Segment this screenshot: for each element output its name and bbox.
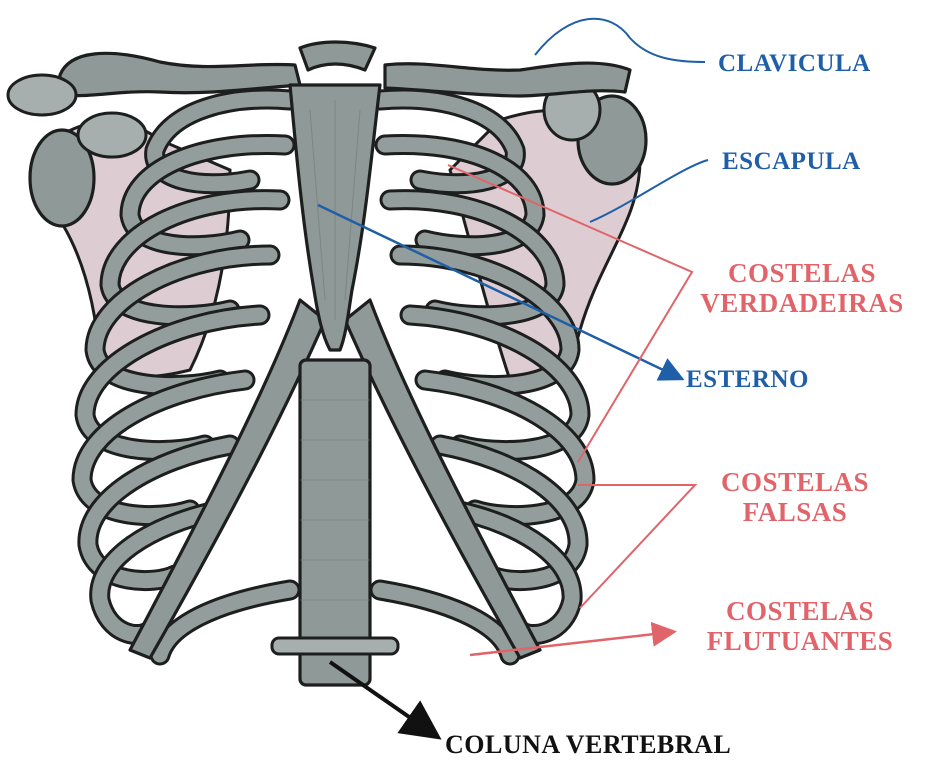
clavicula-leader xyxy=(535,19,705,62)
label-coluna-vertebral: COLUNA VERTEBRAL xyxy=(445,730,731,760)
label-clavicula: CLAVICULA xyxy=(718,50,871,78)
label-costelas-verdadeiras-line2: VERDADEIRAS xyxy=(682,288,922,318)
coluna-vertebral-arrow xyxy=(330,662,435,735)
label-costelas-verdadeiras-line1: COSTELAS xyxy=(682,258,922,288)
manubrium xyxy=(300,42,375,70)
label-costelas-flutuantes-line1: COSTELAS xyxy=(680,596,920,626)
label-costelas-falsas-line2: FALSAS xyxy=(690,497,900,527)
clavicle-end-left xyxy=(8,75,76,115)
label-costelas-falsas-line1: COSTELAS xyxy=(690,467,900,497)
label-costelas-falsas: COSTELAS FALSAS xyxy=(690,467,900,527)
acromion-left xyxy=(78,113,146,157)
label-escapula: ESCAPULA xyxy=(722,148,861,176)
label-costelas-flutuantes: COSTELAS FLUTUANTES xyxy=(680,596,920,656)
vertebral-column xyxy=(272,360,398,685)
label-costelas-flutuantes-line2: FLUTUANTES xyxy=(680,626,920,656)
label-esterno: ESTERNO xyxy=(686,366,809,394)
label-costelas-verdadeiras: COSTELAS VERDADEIRAS xyxy=(682,258,922,318)
costelas-falsas-leader xyxy=(578,485,695,608)
